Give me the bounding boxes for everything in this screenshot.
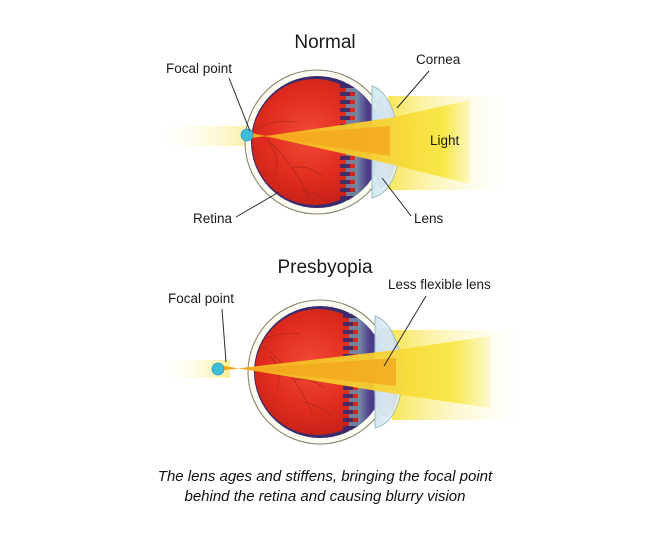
- panel-normal-title: Normal: [294, 32, 355, 53]
- leader-cornea: [396, 70, 430, 109]
- figure-caption: The lens ages and stiffens, bringing the…: [158, 468, 493, 505]
- caption-line-2: behind the retina and causing blurry vis…: [184, 488, 465, 505]
- panel-presbyopia: Presbyopia: [160, 257, 532, 445]
- caption-line-1: The lens ages and stiffens, bringing the…: [158, 468, 493, 485]
- leader-lens: [381, 177, 412, 217]
- leader-retina: [235, 191, 280, 218]
- normal-light-core: [250, 126, 390, 156]
- label-focal-point: Focal point: [166, 61, 232, 76]
- leader-focal-point-presbyopia: [221, 308, 227, 363]
- normal-focal-point-marker: [240, 128, 254, 142]
- label-cornea: Cornea: [416, 52, 461, 67]
- presbyopia-light-glow-left: [160, 360, 230, 378]
- leader-focal-point: [228, 77, 251, 132]
- panel-presbyopia-title: Presbyopia: [277, 257, 372, 278]
- presbyopia-eye-illustration: [160, 299, 532, 445]
- label-retina: Retina: [193, 211, 233, 226]
- panel-normal: Normal: [150, 32, 518, 226]
- presbyopia-annotations: Focal point Less flexible lens: [168, 277, 491, 367]
- label-focal-point-presbyopia: Focal point: [168, 291, 234, 306]
- normal-retinal-vessels: [254, 120, 331, 205]
- leader-less-flexible-lens: [383, 295, 427, 367]
- presbyopia-focal-point-marker: [211, 362, 225, 376]
- normal-annotations: Focal point Cornea Light Lens Retina: [166, 52, 461, 226]
- normal-eye-illustration: [150, 69, 518, 215]
- label-light: Light: [430, 133, 460, 148]
- presbyopia-light-core: [222, 358, 396, 386]
- normal-light-glow-left: [150, 126, 260, 146]
- label-less-flexible-lens: Less flexible lens: [388, 277, 491, 292]
- label-lens: Lens: [414, 211, 444, 226]
